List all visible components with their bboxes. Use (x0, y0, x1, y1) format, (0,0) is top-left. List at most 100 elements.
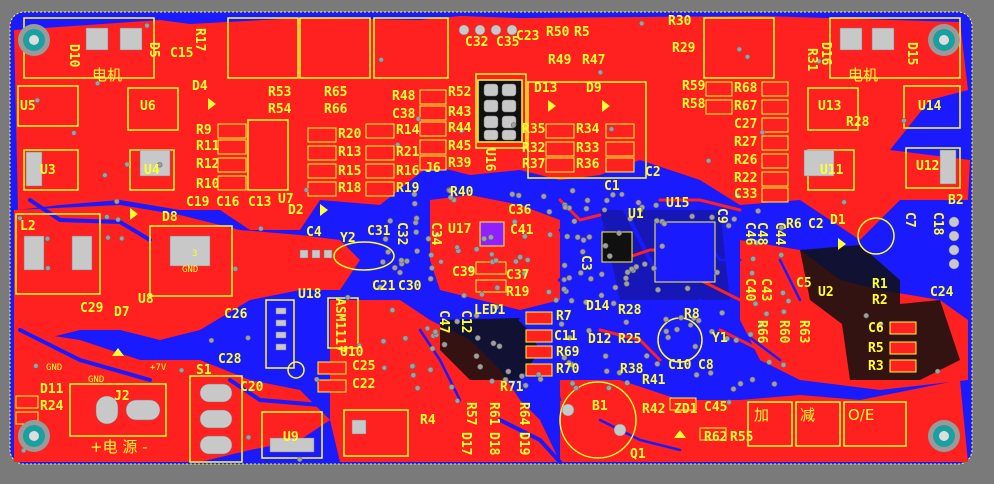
via (473, 353, 480, 359)
u10-footprint (327, 297, 359, 349)
via (597, 69, 604, 76)
via (705, 158, 712, 164)
via (511, 218, 518, 225)
via (624, 379, 630, 386)
u15-footprint (654, 221, 716, 283)
via (377, 284, 383, 291)
designator-label: R34 (576, 122, 600, 137)
designator-label: C41 (510, 223, 534, 238)
designator-label: R67 (734, 99, 757, 114)
via (124, 161, 130, 168)
via (521, 270, 528, 277)
via (643, 352, 650, 359)
via (785, 298, 792, 304)
via (583, 205, 590, 212)
designator-label: C22 (352, 377, 375, 392)
via (763, 310, 770, 317)
via (517, 254, 523, 260)
designator-label: U8 (138, 292, 154, 307)
vertical-designator-label: R17 (192, 28, 207, 51)
designator-label: U4 (144, 163, 160, 178)
vertical-designator-label: C46 (742, 222, 757, 246)
designator-label: R59 (682, 79, 705, 94)
via (94, 80, 101, 87)
via (901, 117, 907, 124)
via (934, 368, 941, 375)
via (637, 206, 644, 213)
via (603, 368, 610, 375)
via (427, 275, 434, 282)
designator-label: C45 (704, 400, 727, 415)
via (454, 398, 461, 404)
vertical-designator-label: R61 (486, 402, 501, 426)
via (623, 275, 629, 282)
designator-label: C25 (352, 359, 375, 374)
designator-label: R69 (556, 345, 579, 360)
mirrored-designator-label: D15 (904, 42, 919, 65)
via (780, 361, 787, 368)
via (604, 197, 610, 204)
via (546, 208, 553, 215)
via (387, 217, 394, 224)
designator-label: R6 (786, 217, 802, 232)
designator-label: R39 (448, 156, 471, 171)
regulator-outline (149, 225, 233, 297)
via (730, 386, 737, 392)
designator-label: U11 (820, 163, 844, 178)
via (477, 363, 484, 370)
via (778, 224, 785, 231)
via (487, 234, 494, 241)
designator-label: U9 (283, 430, 299, 445)
designator-label: S1 (196, 363, 212, 378)
designator-label: C28 (218, 352, 242, 367)
via (44, 236, 51, 242)
via (558, 321, 565, 327)
via (509, 191, 516, 198)
led-area-outline (527, 81, 647, 179)
designator-label: R11 (196, 139, 220, 154)
designator-label: R42 (642, 402, 665, 417)
via (409, 363, 416, 370)
small-silk-text: GND (88, 375, 104, 385)
j2-outline (69, 383, 167, 437)
via (661, 220, 668, 227)
via (749, 270, 755, 276)
via (489, 378, 495, 385)
via (561, 354, 568, 361)
via (415, 116, 422, 122)
designator-label: C2 (808, 217, 824, 232)
d1-outline (857, 217, 895, 255)
designator-label: R8 (684, 307, 700, 322)
via (494, 284, 501, 291)
vertical-designator-label: R66 (754, 320, 769, 344)
via (297, 456, 303, 463)
via (750, 255, 756, 262)
via (178, 367, 185, 373)
via (665, 334, 671, 341)
designator-label: R18 (338, 181, 362, 196)
designator-label: R4 (420, 413, 436, 428)
via (454, 244, 460, 251)
via (566, 334, 573, 341)
designator-label: R5 (868, 341, 884, 356)
via (863, 313, 869, 319)
designator-label: U12 (916, 159, 939, 174)
small-silk-text: GND (182, 265, 198, 275)
designator-label: R30 (668, 14, 692, 29)
designator-label: R33 (576, 141, 599, 156)
via (502, 376, 509, 383)
via (447, 194, 454, 201)
designator-label: C33 (734, 187, 757, 202)
designator-label: C21 (372, 279, 396, 294)
designator-label: R26 (734, 153, 758, 168)
mirrored-designator-label: D16 (818, 42, 833, 66)
designator-label: R21 (396, 145, 420, 160)
via (478, 291, 485, 298)
via (34, 97, 40, 104)
designator-label: R40 (450, 185, 474, 200)
designator-label: C24 (930, 285, 954, 300)
via (566, 359, 572, 366)
via (432, 328, 439, 335)
via (356, 342, 363, 349)
via (674, 326, 680, 333)
